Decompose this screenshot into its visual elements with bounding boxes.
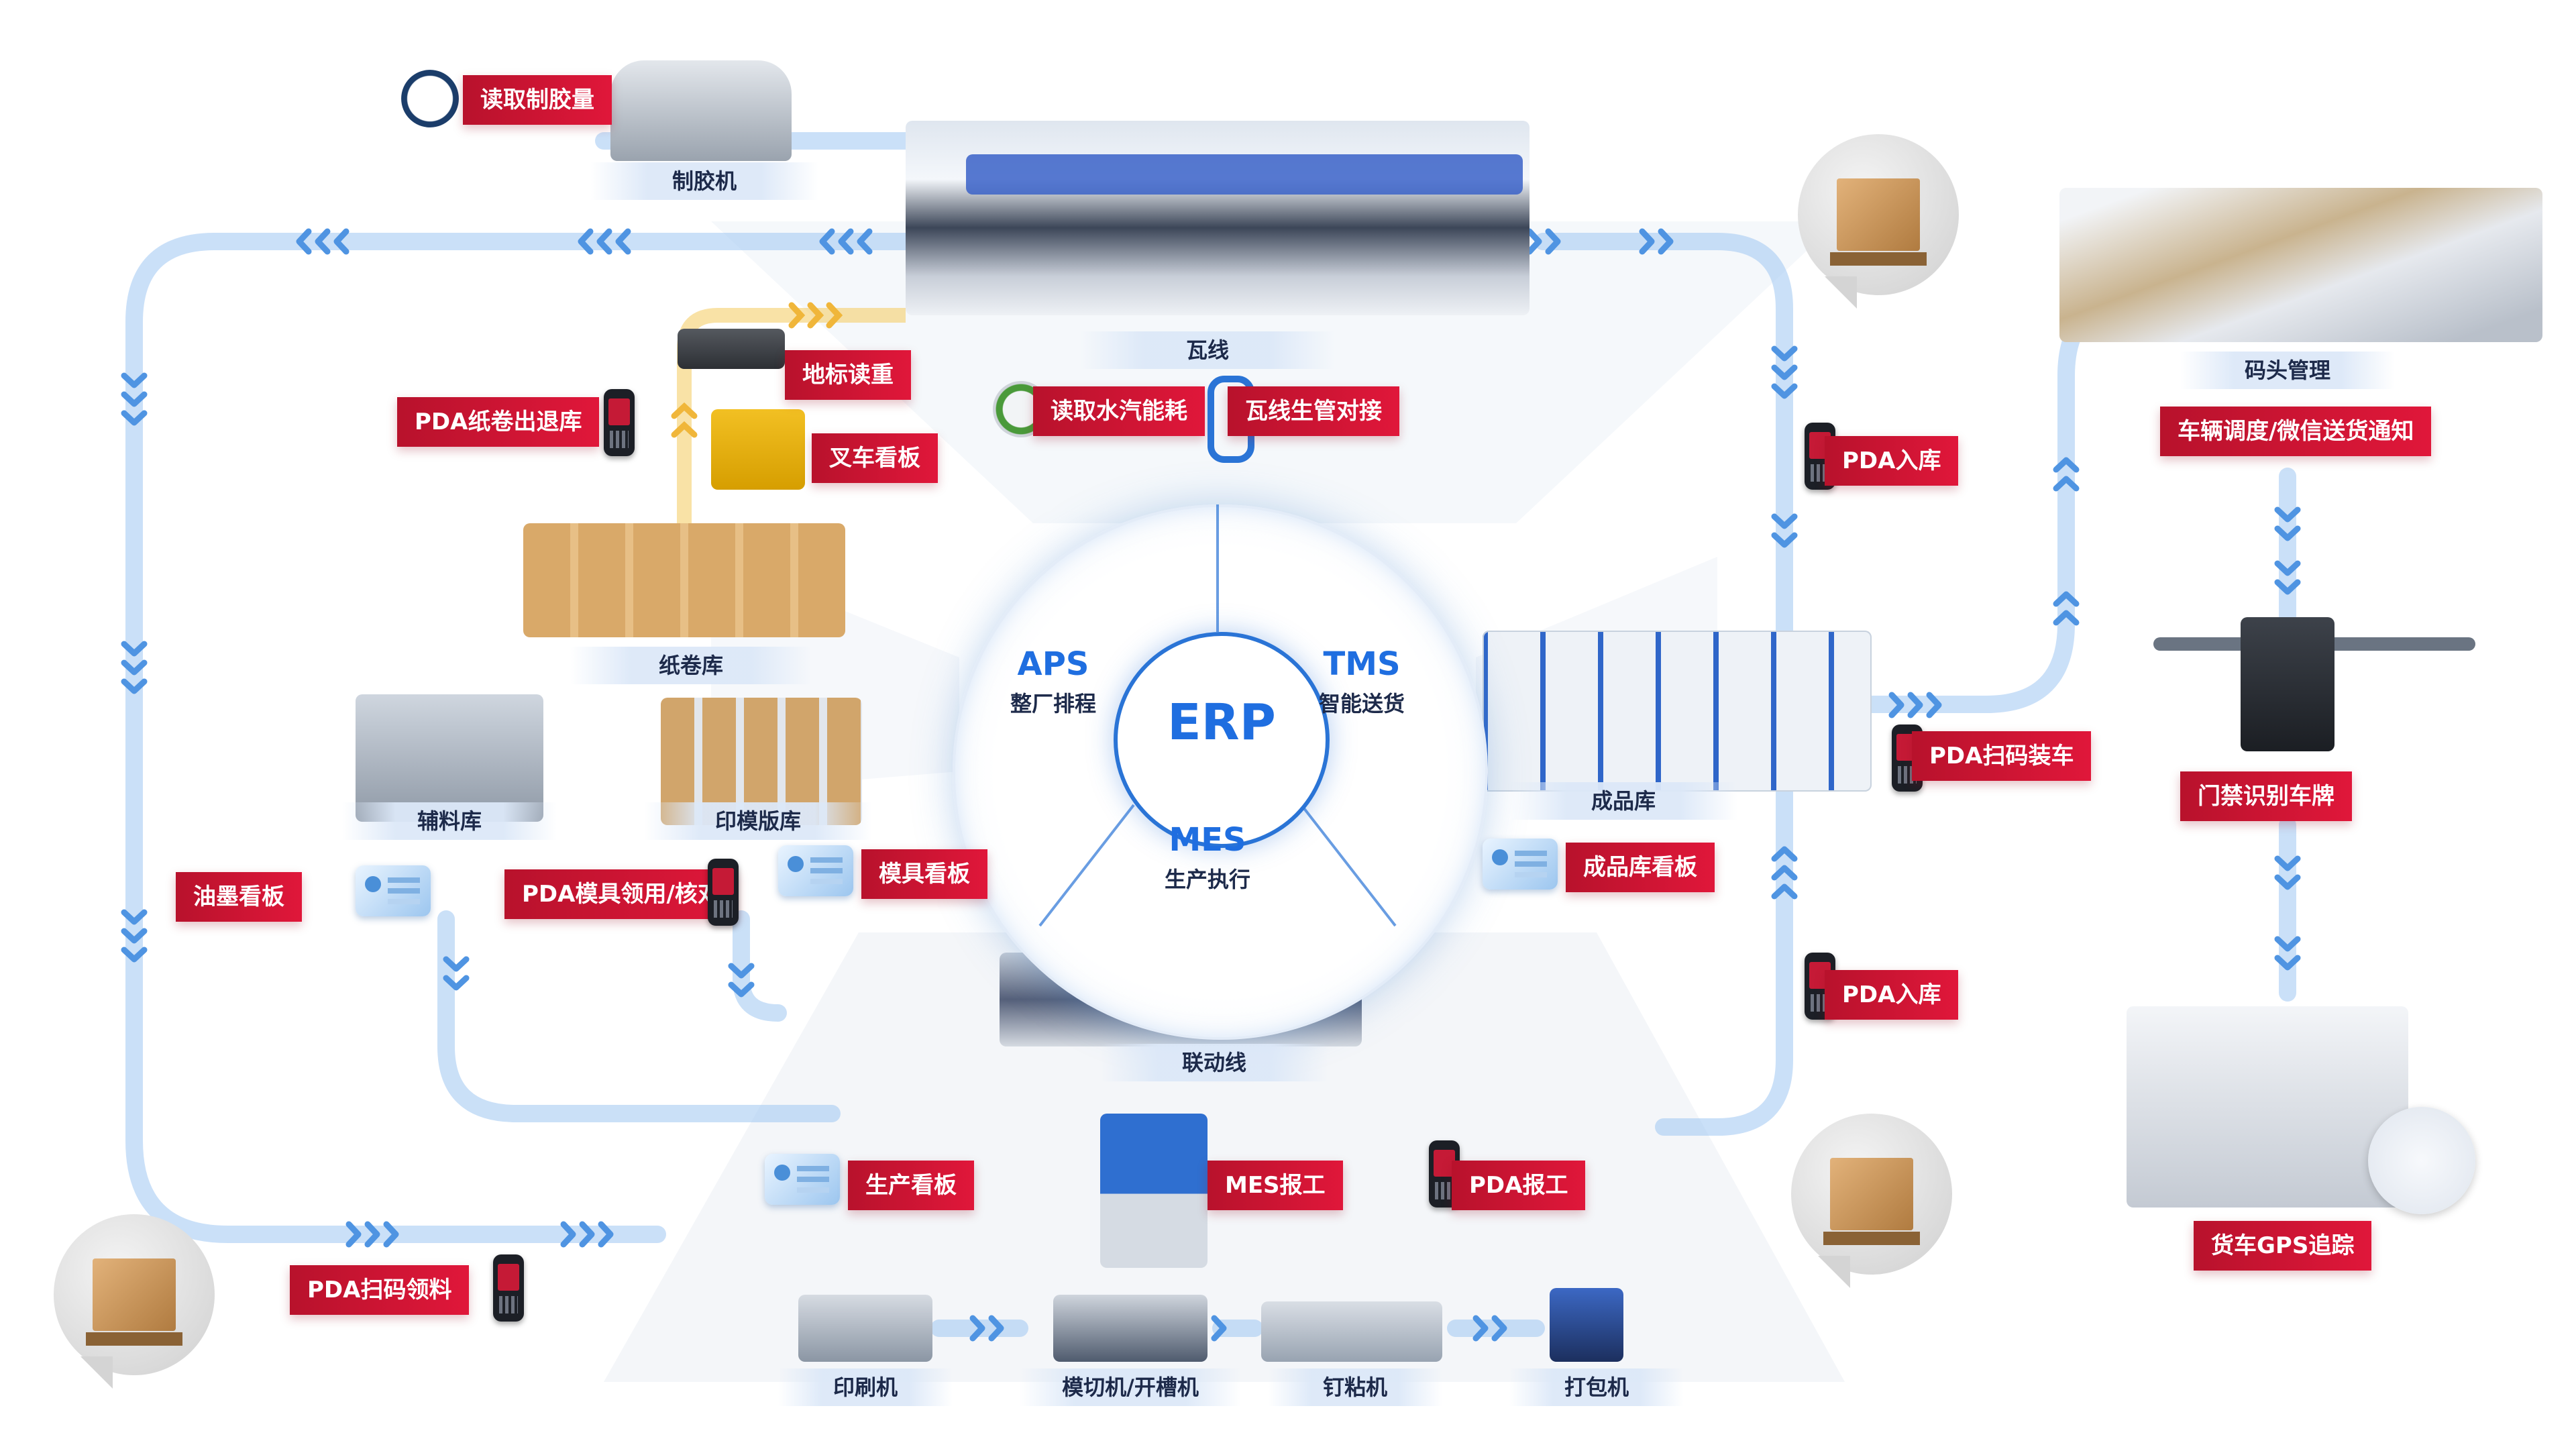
chevron-icon (1771, 513, 1798, 548)
glue-machine-image (610, 60, 792, 161)
tag-mold-board: 模具看板 (861, 849, 987, 899)
tag-read-steam: 读取水汽能耗 (1033, 386, 1205, 436)
dashboard-icon (765, 1154, 840, 1205)
caption-die-cutter: 模切机/开槽机 (1020, 1368, 1241, 1406)
chevron-icon (2053, 457, 2080, 626)
chevron-icon (578, 228, 631, 255)
weighbridge-image (678, 329, 785, 369)
chevron-icon (2274, 855, 2301, 971)
map-pin-icon (2368, 1107, 2475, 1214)
chevron-icon (788, 302, 843, 329)
box-icon (1830, 178, 1927, 266)
tag-pda-mold: PDA模具领用/核对 (504, 869, 738, 919)
flow-inner-left2 (733, 910, 787, 1022)
caption-dock: 码头管理 (2180, 352, 2395, 389)
chevron-icon (969, 1315, 1507, 1342)
chevron-icon (560, 1221, 614, 1248)
gps-truck-image (2127, 1006, 2408, 1208)
aps-title: APS (1017, 645, 1089, 683)
tag-pda-report: PDA报工 (1452, 1161, 1586, 1210)
caption-printer: 印刷机 (778, 1368, 953, 1406)
tag-gate-plate: 门禁识别车牌 (2180, 771, 2352, 821)
caption-paper-roll-warehouse: 纸卷库 (570, 647, 812, 684)
caption-auxiliary-warehouse: 辅料库 (342, 802, 557, 840)
chevron-icon (296, 228, 350, 255)
chevron-icon (819, 228, 873, 255)
mes-terminal-image (1100, 1114, 1208, 1268)
dashboard-icon (356, 865, 431, 916)
pda-device-icon (493, 1254, 524, 1322)
packer-image (1550, 1288, 1623, 1362)
tag-pda-scan-pick: PDA扫码领料 (290, 1265, 470, 1315)
tag-finished-board: 成品库看板 (1566, 843, 1715, 892)
paper-roll-warehouse-image (523, 523, 845, 637)
chevron-icon (1771, 345, 1798, 399)
chevron-icon (1526, 228, 1674, 255)
tag-pda-scan-load: PDA扫码装车 (1912, 731, 2092, 781)
box-icon (86, 1258, 182, 1346)
forklift-image (711, 409, 805, 490)
tag-ink-board: 油墨看板 (176, 872, 302, 922)
chevron-icon (671, 402, 698, 438)
tag-corrugator-pipe: 瓦线生管对接 (1228, 386, 1399, 436)
tms-title: TMS (1323, 645, 1401, 683)
box-icon (1823, 1158, 1920, 1245)
erp-core (1114, 632, 1330, 848)
tag-read-glue: 读取制胶量 (463, 75, 612, 125)
chevron-icon (1771, 846, 1798, 900)
chevron-icon (121, 909, 148, 963)
mes-title: MES (1169, 821, 1246, 859)
caption-linked-line: 联动线 (1100, 1044, 1328, 1081)
caption-stitcher: 钉粘机 (1268, 1368, 1442, 1406)
box-bubble-top (1798, 134, 1959, 309)
aps-desc: 整厂排程 (1010, 691, 1096, 716)
gauge-icon (401, 70, 459, 127)
chevron-icon (2274, 506, 2301, 595)
tag-forklift-board: 叉车看板 (812, 433, 938, 483)
caption-packer: 打包机 (1509, 1368, 1684, 1406)
tag-vehicle-dispatch: 车辆调度/微信送货通知 (2160, 407, 2432, 456)
caption-corrugator: 瓦线 (1080, 331, 1335, 369)
tms-desc: 智能送货 (1318, 691, 1405, 716)
mes-desc: 生产执行 (1164, 867, 1250, 892)
tag-weighbridge: 地标读重 (785, 350, 911, 400)
box-bubble-right (1791, 1114, 1952, 1288)
chevron-icon (443, 956, 755, 998)
chevron-icon (345, 1221, 399, 1248)
pda-device-icon (1892, 724, 1923, 792)
caption-plate-warehouse: 印模版库 (644, 802, 872, 840)
stitcher-image (1261, 1301, 1442, 1362)
corrugator-image (906, 121, 1529, 315)
chevron-icon (1888, 692, 1942, 718)
tag-pda-in-top: PDA入库 (1825, 436, 1959, 486)
chevron-icon (121, 641, 148, 694)
dashboard-icon (1483, 839, 1558, 890)
chevron-icon (121, 372, 148, 426)
tag-mes-report: MES报工 (1208, 1161, 1343, 1210)
fan-bottom (604, 932, 1845, 1382)
finished-warehouse-image (1483, 631, 1872, 792)
pda-device-icon (708, 859, 739, 926)
flow-inner-left (437, 910, 841, 1122)
dock-trucks-image (2059, 188, 2542, 342)
tag-production-board: 生产看板 (848, 1161, 974, 1210)
dashboard-icon (778, 845, 853, 896)
die-cutter-image (1053, 1295, 1208, 1362)
pda-device-icon (604, 389, 635, 456)
auxiliary-warehouse-image (356, 694, 543, 822)
erp-label: ERP (1167, 694, 1276, 751)
corrugator-top (966, 154, 1523, 195)
box-bubble-left (54, 1214, 215, 1389)
gate-post-image (2241, 617, 2334, 751)
tag-truck-gps: 货车GPS追踪 (2194, 1221, 2372, 1271)
flow-left-loop (125, 233, 961, 1243)
tag-pda-roll-return: PDA纸卷出退库 (397, 397, 600, 447)
tag-pda-in-bottom: PDA入库 (1825, 970, 1959, 1020)
caption-finished-warehouse: 成品库 (1509, 782, 1737, 820)
printer-image (798, 1295, 932, 1362)
caption-glue-machine: 制胶机 (590, 162, 818, 200)
